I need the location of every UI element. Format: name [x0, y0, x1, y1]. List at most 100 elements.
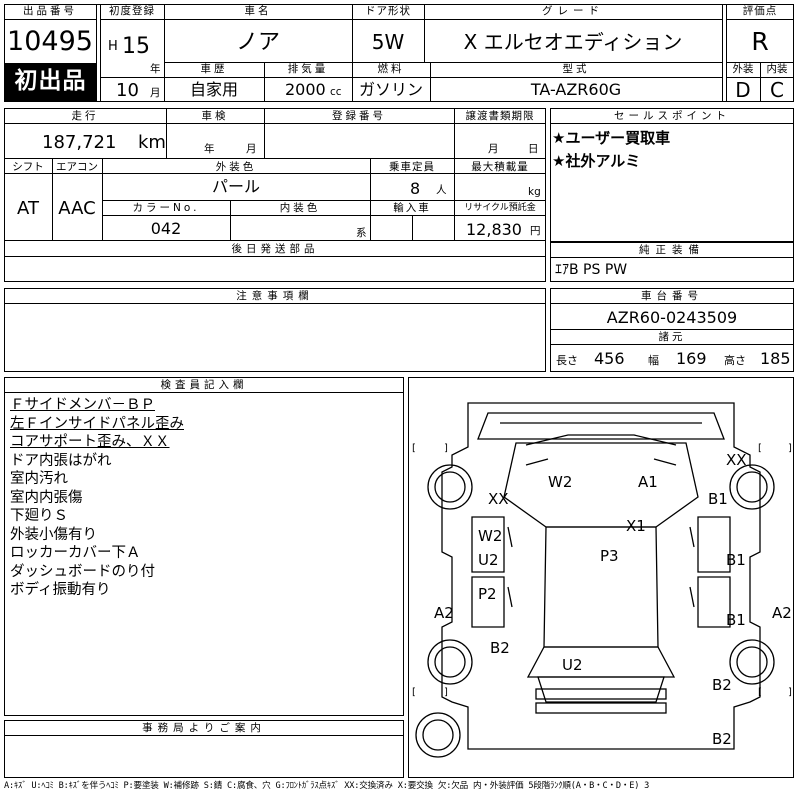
month-unit: 月	[150, 87, 161, 99]
door-type-label: ドア形状	[365, 5, 411, 17]
svg-text:]: ]	[788, 443, 792, 454]
displacement: 2000	[285, 80, 326, 99]
equipment-label: 純正装備	[639, 244, 705, 256]
dimensions-label: 諸元	[658, 331, 686, 343]
inspector-lines: Ｆサイドメンバ－ＢＰ 左Ｆインサイドパネル歪み コアサポート歪み、ＸＸ ドア内張…	[10, 396, 184, 600]
damage-mark: XX	[488, 490, 509, 508]
registration-era: H	[108, 39, 118, 54]
fuel: ガソリン	[358, 80, 423, 99]
info-block	[4, 108, 546, 282]
shift-label: シフト	[12, 161, 44, 173]
score: R	[751, 27, 769, 56]
registration-year: 15	[122, 34, 150, 59]
damage-mark: B1	[726, 551, 746, 569]
year-unit: 年	[150, 63, 161, 75]
legend: A:ｷｽﾞ U:ﾍｺﾐ B:ｷｽﾞを伴うﾍｺﾐ P:要塗装 W:補修跡 S:錆 …	[4, 781, 650, 791]
inspection-month-unit: 月	[246, 143, 257, 155]
sales-points-block	[550, 108, 794, 242]
displacement-unit: cc	[330, 86, 342, 98]
damage-mark: U2	[562, 656, 583, 674]
capacity: 8	[410, 179, 421, 198]
model-code-label: 型式	[562, 63, 590, 75]
length: 456	[594, 349, 625, 368]
height: 185	[760, 349, 791, 368]
displacement-label: 排気量	[287, 63, 329, 75]
transfer-deadline-label: 譲渡書類期限	[465, 110, 535, 122]
inspection-label: 車検	[201, 110, 229, 122]
capacity-unit: 人	[436, 184, 447, 196]
transfer-day-unit: 日	[528, 143, 539, 155]
recycle-label: リサイクル預託金	[464, 203, 536, 213]
damage-mark: B1	[726, 611, 746, 629]
damage-mark: B1	[708, 490, 728, 508]
later-parts-label: 後日発送部品	[231, 243, 319, 255]
car-outline	[441, 402, 761, 750]
width: 169	[676, 349, 707, 368]
color-no: 042	[150, 219, 182, 238]
damage-mark: B2	[490, 639, 510, 657]
damage-mark: W2	[548, 473, 572, 491]
inspector-line: 室内内張傷	[10, 489, 83, 506]
brackets: [] [] [] []	[412, 443, 792, 698]
registration-month: 10	[116, 80, 139, 101]
inspector-line: 外装小傷有り	[10, 526, 97, 543]
registration-number-label: 登録番号	[332, 110, 386, 122]
car-name-label: 車名	[244, 5, 272, 17]
car-name: ノア	[235, 30, 280, 55]
aircon: AAC	[58, 198, 96, 219]
header-block	[4, 4, 794, 102]
damage-mark: XX	[726, 451, 747, 469]
mileage: 187,721	[42, 132, 117, 153]
first-listing-badge: 初出品	[5, 64, 96, 101]
interior-grade-label: 内装	[766, 63, 788, 75]
svg-text:]: ]	[444, 687, 448, 698]
color-no-label: カラーNo.	[132, 202, 200, 214]
damage-mark: X1	[626, 517, 646, 535]
svg-text:[: [	[758, 443, 762, 454]
inspector-line: ボディ振動有り	[10, 582, 111, 598]
exterior-grade-label: 外装	[732, 63, 754, 75]
model-code: TA-AZR60G	[530, 80, 622, 99]
height-label: 高さ	[724, 354, 746, 367]
inspector-line: ドア内張はがれ	[10, 452, 112, 469]
fuel-label: 燃料	[377, 63, 405, 75]
grade: X エルセオエディション	[463, 30, 683, 54]
width-label: 幅	[648, 354, 659, 367]
interior-color-label: 内装色	[279, 202, 321, 214]
damage-mark: A2	[434, 604, 454, 622]
svg-text:[: [	[412, 687, 416, 698]
interior-color-unit: 系	[356, 227, 367, 239]
sales-point-item: ★ユーザー買取車	[552, 129, 671, 147]
inspector-line: 下廻りＳ	[10, 508, 68, 524]
damage-mark: U2	[478, 551, 499, 569]
office-label: 事務局よりご案内	[142, 722, 266, 734]
inspector-label: 検査員記入欄	[160, 379, 248, 391]
chassis-block	[550, 288, 794, 372]
inspector-line: 左Ｆインサイドパネル歪み	[10, 415, 184, 432]
max-load-label: 最大積載量	[471, 161, 529, 173]
damage-mark: P3	[600, 547, 619, 565]
damage-mark: A2	[772, 604, 792, 622]
damage-mark: B2	[712, 730, 732, 748]
sales-point-item: ★社外アルミ	[552, 152, 641, 170]
max-load-unit: kg	[528, 186, 541, 198]
car-diagram-frame	[408, 377, 794, 778]
length-label: 長さ	[556, 354, 578, 367]
inspector-line: ダッシュボードのり付	[10, 563, 155, 580]
sales-points-label: セールスポイント	[614, 110, 730, 122]
inspector-line: Ｆサイドメンバ－ＢＰ	[10, 397, 155, 413]
inspector-block	[4, 377, 404, 716]
grade-label: グレード	[542, 5, 604, 17]
capacity-label: 乗車定員	[389, 161, 435, 173]
recycle-amount: 12,830	[466, 220, 522, 239]
aircon-label: エアコン	[56, 161, 98, 173]
interior-grade: C	[770, 78, 784, 102]
history: 自家用	[189, 80, 238, 99]
import-label: 輸入車	[393, 202, 431, 214]
mileage-label: 走行	[71, 110, 99, 122]
chassis-label: 車台番号	[641, 290, 703, 302]
exterior-grade: D	[735, 78, 751, 102]
mileage-unit: km	[138, 132, 166, 153]
damage-mark: A1	[638, 473, 658, 491]
